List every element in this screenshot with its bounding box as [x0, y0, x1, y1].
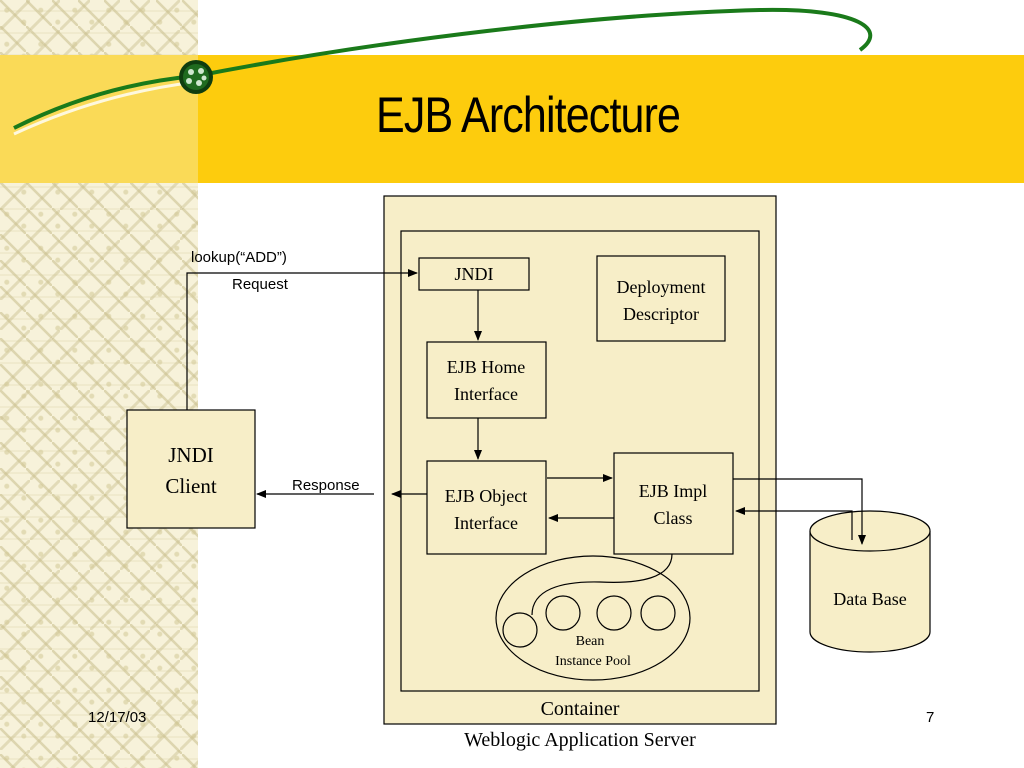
- ejb-object-line1: EJB Object: [445, 486, 528, 506]
- jndi-client-label-line1: JNDI: [168, 443, 214, 467]
- bean-pool-label-line2: Instance Pool: [555, 654, 631, 669]
- bean-instance-pool: [495, 555, 691, 681]
- ejb-object-line2: Interface: [454, 513, 518, 533]
- slide-title: EJB Architecture: [376, 87, 681, 143]
- bean-pool-connector: [531, 553, 673, 616]
- bean-pool-label-line1: Bean: [576, 634, 605, 649]
- globe-icon: [179, 60, 213, 94]
- bean-instance-2: [545, 595, 581, 631]
- ejb-impl-line2: Class: [653, 508, 692, 528]
- request-label: Request: [232, 276, 289, 293]
- slide-page-number: 7: [926, 709, 935, 726]
- deployment-descriptor-box: [596, 255, 726, 342]
- ejb-home-line2: Interface: [454, 384, 518, 404]
- ejb-home-interface-box: [426, 341, 547, 419]
- response-label: Response: [292, 477, 360, 494]
- bean-instance-4: [640, 595, 676, 631]
- slide-date: 12/17/03: [88, 709, 147, 726]
- ejb-impl-line1: EJB Impl: [639, 481, 708, 501]
- database-to-impl-arrow: [735, 507, 853, 540]
- bean-instance-1: [502, 612, 538, 648]
- bean-instance-3: [596, 595, 632, 631]
- container-label: Container: [541, 698, 620, 720]
- jndi-client-box: [126, 409, 256, 529]
- decorative-swoosh: [13, 7, 873, 136]
- request-arrow: [186, 269, 418, 410]
- database-cylinder: [809, 510, 931, 653]
- jndi-box: [418, 257, 530, 291]
- database-label: Data Base: [833, 589, 906, 609]
- deployment-descriptor-line1: Deployment: [617, 277, 706, 297]
- impl-to-database-arrow: [733, 478, 866, 545]
- ejb-home-line1: EJB Home: [447, 357, 526, 377]
- jndi-label: JNDI: [455, 264, 494, 284]
- jndi-client-label-line2: Client: [165, 474, 216, 498]
- ejb-impl-class-box: [613, 452, 734, 555]
- deployment-descriptor-line2: Descriptor: [623, 304, 699, 324]
- ejb-object-interface-box: [426, 460, 547, 555]
- server-label: Weblogic Application Server: [464, 729, 696, 751]
- lookup-label: lookup(“ADD”): [191, 249, 287, 266]
